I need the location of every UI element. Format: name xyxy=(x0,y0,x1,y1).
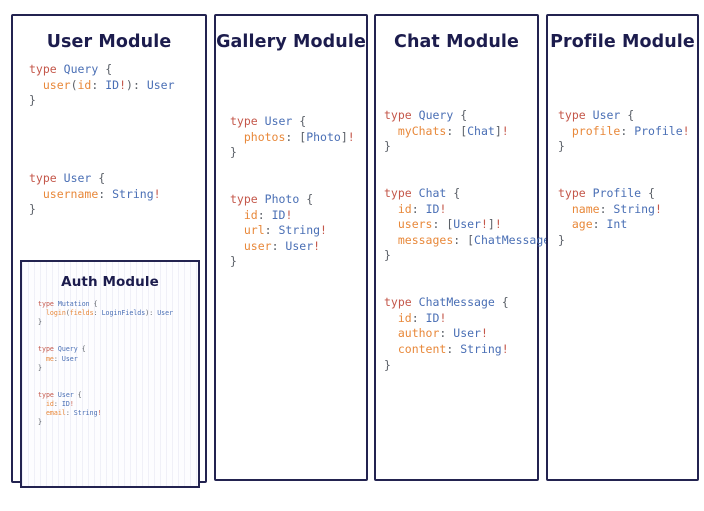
panel-chat-module[interactable]: Chat Module type Query { myChats: [Chat]… xyxy=(374,14,564,481)
panel-profile-module[interactable]: Profile Module type User { profile: Prof… xyxy=(546,14,699,481)
panel-auth-module[interactable]: Auth Module type Mutation { login(fields… xyxy=(20,260,200,488)
code-block-gallery-module: type User { photos: [Photo]! } type Phot… xyxy=(230,114,355,269)
panel-gallery-module[interactable]: Gallery Module type User { photos: [Phot… xyxy=(214,14,368,481)
panel-title-gallery-module: Gallery Module xyxy=(216,32,366,52)
panel-user-module[interactable]: User Module type Query { user(id: ID!): … xyxy=(11,14,207,488)
code-block-chat-module: type Query { myChats: [Chat]! } type Cha… xyxy=(384,108,564,372)
panel-title-chat-module: Chat Module xyxy=(394,32,519,52)
code-block-profile-module: type User { profile: Profile! } type Pro… xyxy=(558,108,690,247)
code-block-user-module: type Query { user(id: ID!): User } type … xyxy=(29,62,175,217)
panel-title-auth-module: Auth Module xyxy=(61,274,159,290)
code-block-auth-module: type Mutation { login(fields: LoginField… xyxy=(38,300,174,427)
panel-title-profile-module: Profile Module xyxy=(550,32,695,52)
panel-title-user-module: User Module xyxy=(46,32,172,52)
